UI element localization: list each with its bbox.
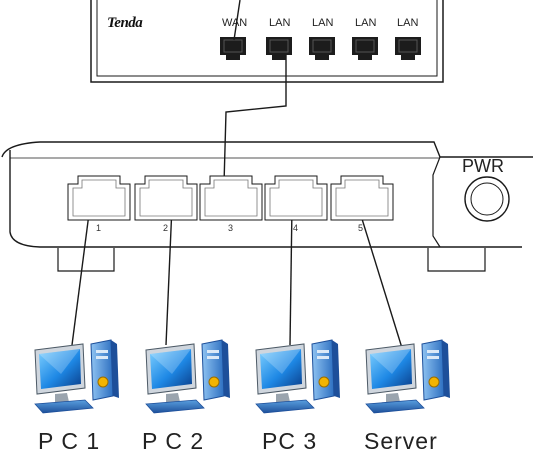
router-lan-port-4[interactable] [394, 36, 422, 61]
power-button[interactable] [464, 176, 510, 222]
cable-server [357, 205, 403, 349]
pc2-label: P C 2 [142, 428, 205, 454]
switch-port-3[interactable] [199, 175, 263, 221]
pc1-computer-icon [34, 339, 120, 414]
switch-ports [67, 175, 394, 221]
switch-port-number-4: 4 [293, 223, 299, 233]
wan-uplink-cable [233, 0, 241, 41]
cable-pc2 [165, 205, 173, 346]
router-to-switch-cable [223, 55, 287, 185]
router-lan-port-3[interactable] [351, 36, 379, 61]
cable-pc3 [289, 205, 293, 346]
server-computer-icon [365, 339, 451, 414]
pc3-label: PC 3 [262, 428, 318, 454]
switch-port-number-3: 3 [228, 223, 234, 233]
switch-front-edge [9, 150, 522, 248]
pc3-computer-icon [255, 339, 341, 414]
switch-port-4[interactable] [264, 175, 328, 221]
router-lan-port-1[interactable] [265, 36, 293, 61]
router-inner-outline [96, 0, 438, 77]
switch-divider [432, 156, 441, 248]
pc1-label: P C 1 [38, 428, 101, 454]
switch-foot-left [57, 248, 115, 272]
cable-pc1 [71, 205, 91, 346]
switch-port-number-1: 1 [96, 223, 102, 233]
switch [1, 141, 533, 272]
router-ports [219, 36, 422, 61]
switch-top-edge [1, 141, 533, 158]
router [90, 0, 444, 83]
switch-port-number-5: 5 [358, 223, 364, 233]
power-label: PWR [462, 156, 504, 176]
cables [71, 0, 403, 349]
switch-port-5[interactable] [330, 175, 394, 221]
router-port-label-lan-3: LAN [355, 17, 377, 29]
router-port-label-lan-1: LAN [269, 17, 291, 29]
pc2-computer-icon [145, 339, 231, 414]
router-port-label-lan-4: LAN [397, 17, 419, 29]
router-port-label-wan: WAN [222, 17, 248, 29]
switch-port-1[interactable] [67, 175, 131, 221]
switch-port-number-2: 2 [163, 223, 169, 233]
router-wan-port[interactable] [219, 36, 247, 61]
router-lan-port-2[interactable] [308, 36, 336, 61]
router-brand-logo: Tenda [107, 15, 143, 31]
router-port-label-lan-2: LAN [312, 17, 334, 29]
router-outline [90, 0, 444, 83]
server-label: Server [364, 428, 438, 454]
switch-foot-right [427, 248, 486, 272]
switch-port-2[interactable] [134, 175, 198, 221]
